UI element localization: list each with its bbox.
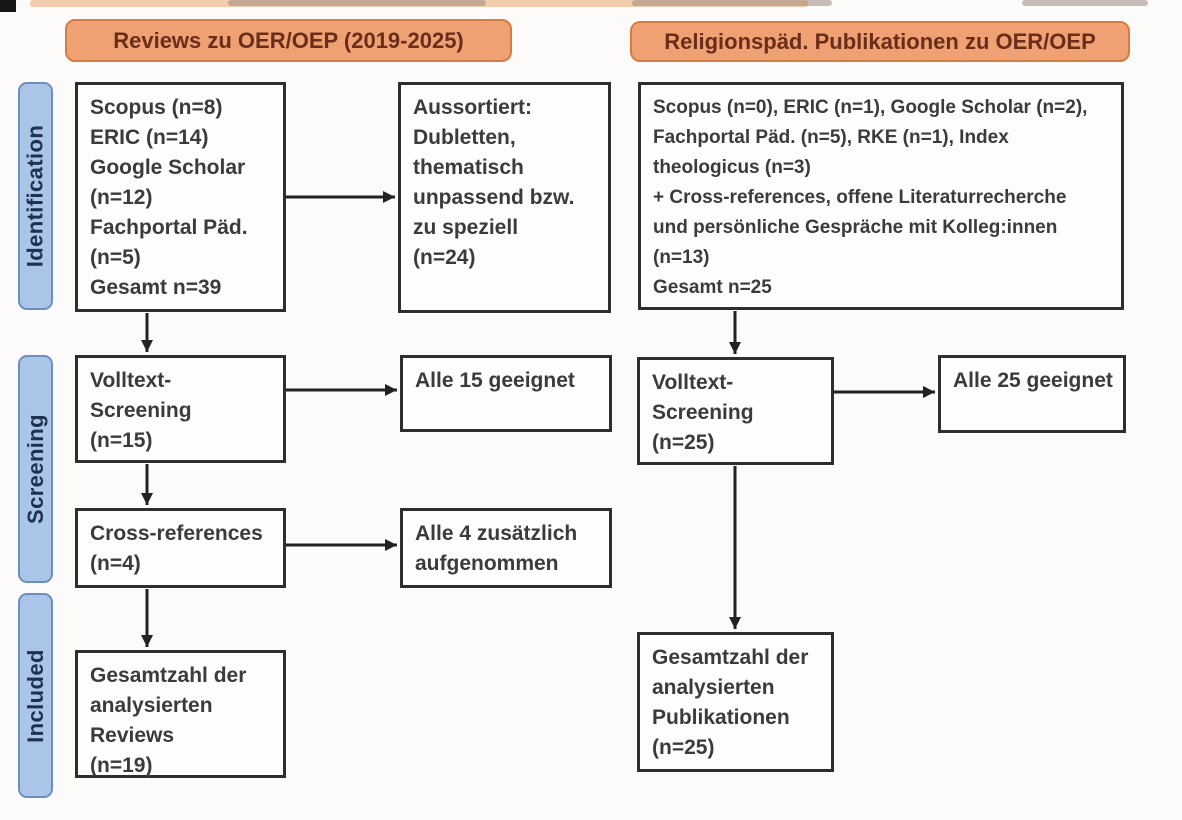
stage-rail-included: Included xyxy=(18,593,53,798)
column-header-reviews: Reviews zu OER/OEP (2019-2025) xyxy=(65,19,512,62)
publications-fulltext-result-box: Alle 25 geeignet xyxy=(938,355,1126,433)
reviews-identification-box: Scopus (n=8) ERIC (n=14) Google Scholar … xyxy=(75,82,286,312)
publications-fulltext-screening-box: Volltext- Screening (n=25) xyxy=(637,357,834,465)
reviews-fulltext-screening-box: Volltext- Screening (n=15) xyxy=(75,355,286,463)
reviews-excluded-box: Aussortiert: Dubletten, thematisch unpas… xyxy=(398,82,611,313)
crop-artifact-smudge xyxy=(1022,0,1148,6)
stage-rail-screening: Screening xyxy=(18,355,53,583)
crop-artifact-corner xyxy=(0,0,16,12)
reviews-crossref-result-box: Alle 4 zusätzlich aufgenommen xyxy=(400,508,612,588)
crop-artifact-smudge xyxy=(228,0,486,6)
publications-included-box: Gesamtzahl der analysierten Publikatione… xyxy=(637,632,834,772)
reviews-included-box: Gesamtzahl der analysierten Reviews (n=1… xyxy=(75,650,286,778)
stage-rail-identification: Identification xyxy=(18,82,53,310)
reviews-crossref-box: Cross-references (n=4) xyxy=(75,508,286,588)
reviews-fulltext-result-box: Alle 15 geeignet xyxy=(400,355,612,432)
publications-identification-box: Scopus (n=0), ERIC (n=1), Google Scholar… xyxy=(638,82,1124,310)
crop-artifact-smudge xyxy=(632,0,832,6)
column-header-religionspaed: Religionspäd. Publikationen zu OER/OEP xyxy=(630,21,1130,62)
